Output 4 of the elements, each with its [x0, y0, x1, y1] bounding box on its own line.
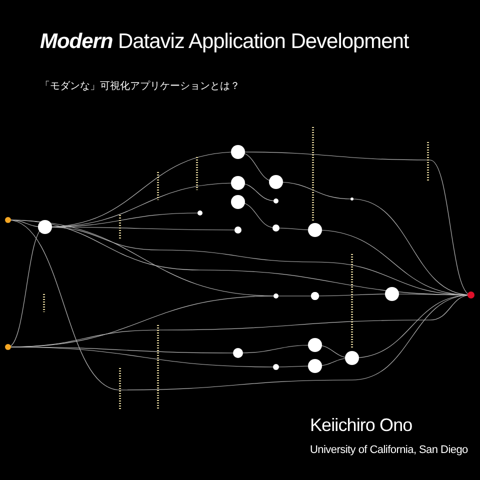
affiliation: University of California, San Diego	[310, 443, 468, 458]
author-name: Keiichiro Ono	[310, 414, 412, 437]
subtitle: 「モダンな」可視化アプリケーションとは？	[40, 80, 240, 93]
title: Modern Dataviz Application Development	[40, 29, 409, 55]
